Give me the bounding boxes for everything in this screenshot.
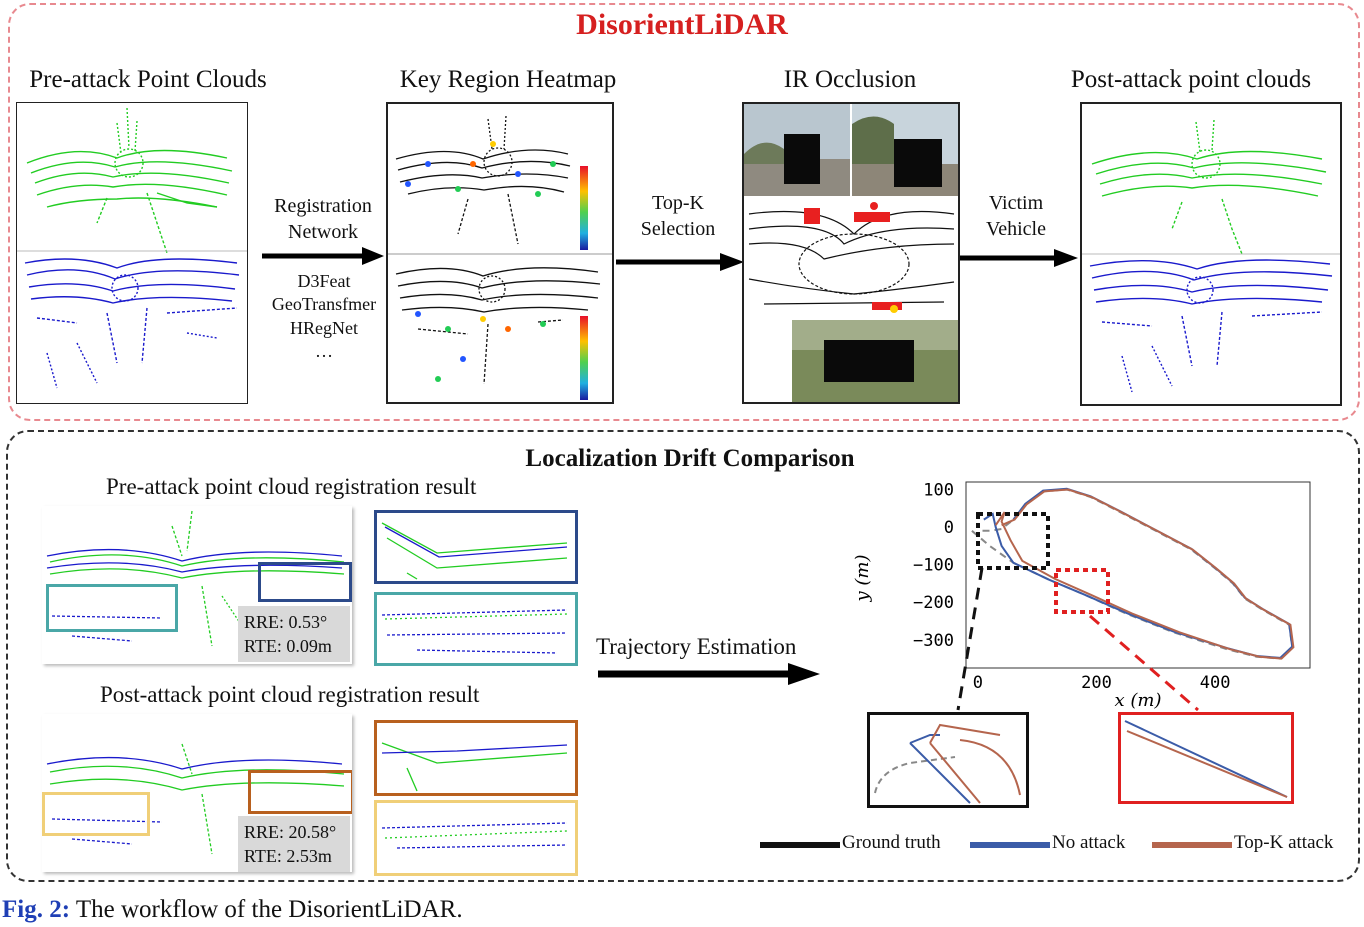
drift-comparison-panel bbox=[6, 430, 1360, 882]
legend-label-ground-truth: Ground truth bbox=[842, 832, 941, 853]
registration-arrow bbox=[262, 247, 384, 265]
heatmap-keypoints-lower bbox=[415, 311, 546, 382]
legend-swatch-ground-truth bbox=[760, 842, 840, 848]
zoom-connectors bbox=[956, 567, 1199, 712]
y-tick-labels: 100 0 −100 −200 −300 bbox=[913, 481, 954, 651]
zoom-inset-red bbox=[1118, 712, 1294, 804]
victim-arrow bbox=[960, 249, 1078, 267]
heatmap-colorbar-lower bbox=[580, 316, 588, 400]
x-tick-label: 200 bbox=[1081, 673, 1112, 693]
ir-occlusion-image bbox=[742, 102, 960, 404]
topk-selection-label: Top-K Selection bbox=[622, 190, 734, 243]
y-tick-label: −100 bbox=[913, 556, 954, 576]
black-occluder-1 bbox=[784, 134, 820, 184]
blue-target-cloud bbox=[24, 258, 240, 389]
legend-swatch-no-attack bbox=[970, 842, 1050, 848]
y-tick-label: 100 bbox=[923, 481, 954, 501]
y-tick-label: −200 bbox=[913, 593, 954, 613]
post-rte-value: RTE: 2.53m bbox=[244, 846, 332, 867]
heatmap-image bbox=[386, 102, 614, 404]
heatmap-keypoints-upper bbox=[405, 141, 556, 197]
trajectory-estimation-label: Trajectory Estimation bbox=[596, 634, 797, 659]
post-zoom-orange bbox=[374, 720, 578, 796]
method-geotransformer: GeoTransfmer bbox=[271, 294, 377, 315]
post-result-title: Post-attack point cloud registration res… bbox=[100, 682, 480, 707]
figure-caption-text: The workflow of the DisorientLiDAR. bbox=[70, 896, 463, 923]
pre-rre-value: RRE: 0.53° bbox=[244, 612, 328, 632]
attack-pipeline-panel bbox=[8, 3, 1360, 421]
pre-metrics-box: RRE: 0.53° RTE: 0.09m bbox=[238, 606, 350, 662]
registration-methods-list: D3Feat GeoTransfmer HRegNet … bbox=[262, 270, 386, 364]
registration-label-line2: Network bbox=[288, 221, 358, 244]
pipeline-title: DisorientLiDAR bbox=[576, 8, 788, 41]
x-axis-label: x (m) bbox=[1115, 690, 1162, 711]
x-tick-labels: 0 200 400 bbox=[973, 673, 1231, 693]
occlusion-region-1 bbox=[804, 208, 820, 224]
method-ellipsis: … bbox=[315, 341, 333, 362]
x-tick-label: 400 bbox=[1200, 673, 1231, 693]
topk-arrow bbox=[616, 253, 744, 271]
victim-vehicle-label: Victim Vehicle bbox=[960, 190, 1072, 243]
trajectory-chart: 100 0 −100 −200 −300 0 200 400 y (m) x (m) bbox=[852, 481, 1311, 711]
occlusion-heading: IR Occlusion bbox=[783, 66, 917, 93]
y-tick-label: −300 bbox=[913, 631, 954, 651]
x-tick-label: 0 bbox=[973, 673, 983, 693]
registration-network-label: Registration Network bbox=[258, 193, 388, 246]
chart-legend: Ground truth No attack Top-K attack bbox=[760, 832, 1360, 858]
legend-swatch-topk-attack bbox=[1152, 842, 1232, 848]
pre-registration-image: RRE: 0.53° RTE: 0.09m bbox=[42, 506, 352, 664]
pre-blue-roi-box bbox=[258, 562, 352, 602]
method-hregnet: HRegNet bbox=[290, 317, 358, 338]
post-metrics-box: RRE: 20.58° RTE: 2.53m bbox=[238, 816, 350, 872]
pre-teal-roi-box bbox=[46, 584, 178, 632]
drift-comparison-title: Localization Drift Comparison bbox=[525, 445, 855, 472]
pre-result-title: Pre-attack point cloud registration resu… bbox=[106, 474, 477, 499]
black-occluder-2 bbox=[894, 139, 942, 187]
registration-label-line1: Registration bbox=[274, 195, 372, 217]
legend-label-topk-attack: Top-K attack bbox=[1234, 832, 1334, 853]
trajectory-arrow bbox=[598, 663, 820, 685]
figure-caption: Fig. 2: The workflow of the DisorientLiD… bbox=[2, 896, 463, 924]
y-tick-label: 0 bbox=[944, 518, 954, 538]
occlusion-region-3 bbox=[872, 302, 902, 310]
method-d3feat: D3Feat bbox=[297, 271, 351, 291]
black-occluder-3 bbox=[824, 340, 914, 382]
post-rre-value: RRE: 20.58° bbox=[244, 822, 337, 842]
zoom-inset-black bbox=[867, 712, 1029, 808]
topk-label-line1: Top-K bbox=[652, 192, 704, 214]
post-zoom-yellow bbox=[374, 800, 578, 876]
green-source-cloud bbox=[26, 107, 233, 254]
topk-label-line2: Selection bbox=[640, 218, 716, 241]
pre-zoom-teal bbox=[374, 592, 578, 666]
post-attack-heading: Post-attack point clouds bbox=[1070, 66, 1312, 93]
pre-zoom-blue bbox=[374, 510, 578, 584]
post-registration-image: RRE: 20.58° RTE: 2.53m bbox=[42, 714, 352, 872]
victim-label-line1: Victim bbox=[988, 192, 1044, 214]
legend-label-no-attack: No attack bbox=[1052, 832, 1126, 853]
post-attack-cloud-image bbox=[1080, 102, 1342, 406]
post-orange-roi-box bbox=[248, 770, 352, 814]
pre-attack-cloud-image bbox=[16, 102, 248, 404]
heatmap-heading: Key Region Heatmap bbox=[399, 66, 617, 93]
heatmap-colorbar-upper bbox=[580, 166, 588, 250]
victim-label-line2: Vehicle bbox=[986, 218, 1046, 241]
occlusion-region-2 bbox=[854, 212, 890, 222]
zoom-box-black bbox=[976, 512, 1050, 570]
pre-attack-heading: Pre-attack Point Clouds bbox=[29, 66, 267, 93]
y-axis-label: y (m) bbox=[852, 554, 873, 602]
zoom-box-red bbox=[1054, 568, 1110, 614]
figure-label: Fig. 2: bbox=[2, 896, 71, 923]
plot-frame bbox=[965, 481, 1311, 669]
post-yellow-roi-box bbox=[42, 792, 150, 836]
pre-rte-value: RTE: 0.09m bbox=[244, 636, 332, 657]
